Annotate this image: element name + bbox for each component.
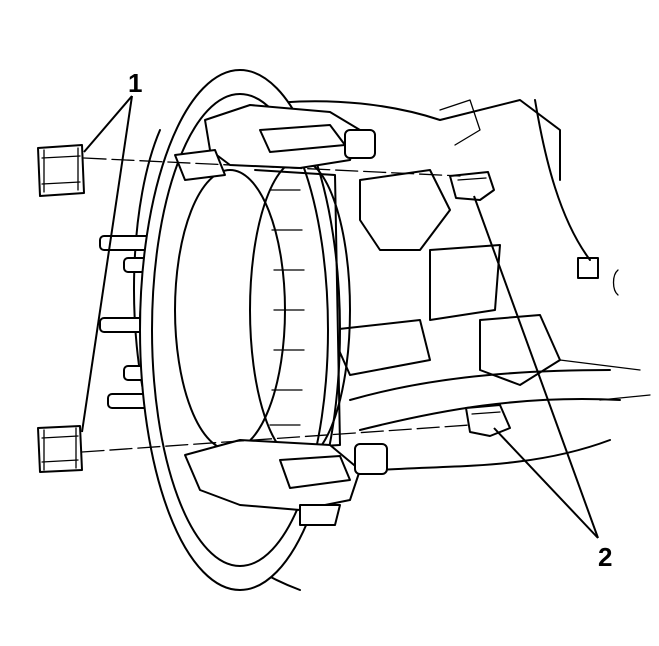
callout-2-label: 2: [598, 542, 612, 572]
pad-clip-upper-left: [37, 144, 85, 197]
callout-2-leaders: [473, 195, 599, 539]
caliper-bracket-top: [174, 104, 376, 181]
pad-clip-upper-installed: [449, 171, 495, 201]
installation-guide-lines: [81, 157, 471, 453]
callout-1-label: 1: [128, 68, 142, 98]
pad-clip-lower-left: [37, 425, 83, 473]
caliper-bracket-bottom: [184, 439, 388, 526]
callout-1-leaders: [81, 95, 133, 433]
pad-clip-lower-installed: [465, 404, 511, 437]
